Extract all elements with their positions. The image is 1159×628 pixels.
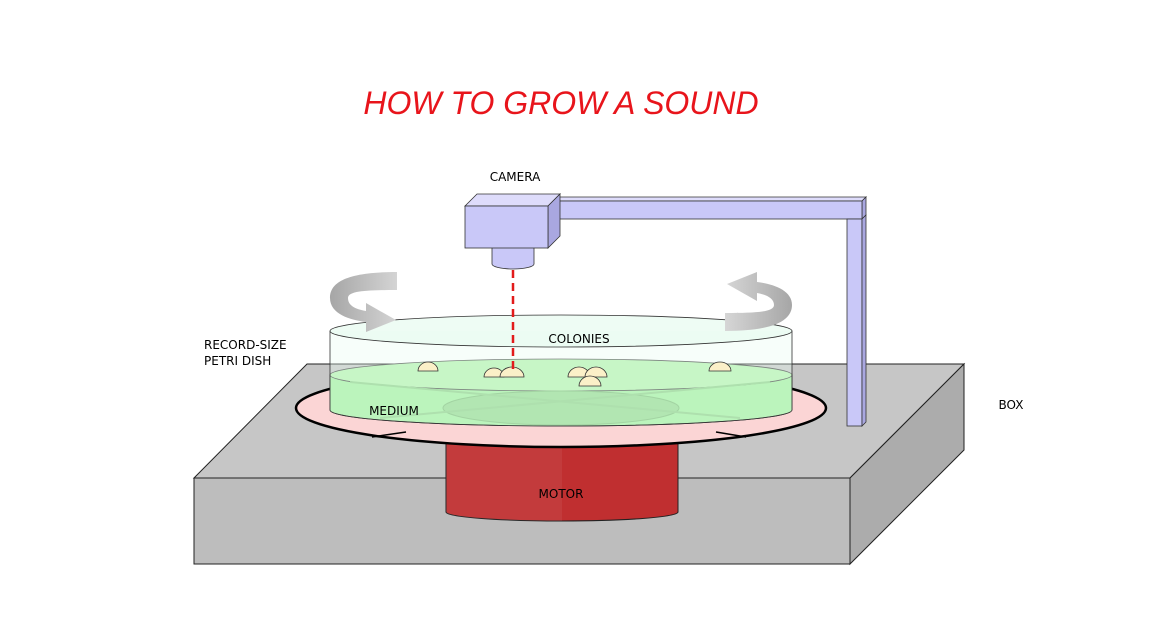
platter-shadow-line-1 bbox=[349, 381, 741, 419]
motor-label: MOTOR bbox=[539, 487, 584, 501]
colony bbox=[578, 375, 602, 387]
camera-top bbox=[464, 193, 561, 207]
platter-edge-left bbox=[371, 431, 407, 438]
rotation-arrow-right bbox=[725, 272, 792, 331]
diagram-title: HOW TO GROW A SOUND bbox=[363, 85, 758, 121]
colony bbox=[708, 361, 732, 372]
platter-shadow-line-2 bbox=[379, 381, 771, 419]
platter-edge-right bbox=[715, 431, 747, 438]
motor-shadow bbox=[442, 390, 680, 426]
camera-lens bbox=[491, 245, 535, 270]
dish-lid bbox=[329, 314, 793, 348]
motor bbox=[445, 436, 679, 522]
colonies-label: COLONIES bbox=[548, 332, 609, 346]
arm-horizontal bbox=[548, 200, 863, 220]
camera-arm bbox=[548, 196, 867, 427]
rotation-arrow-icon bbox=[330, 272, 397, 332]
arm-top bbox=[548, 196, 867, 202]
motor-body bbox=[445, 436, 679, 522]
camera bbox=[464, 193, 561, 270]
arm-vertical bbox=[846, 218, 863, 427]
petri-dish-label-line1: RECORD-SIZE bbox=[204, 338, 287, 352]
arm-vertical-side bbox=[861, 214, 867, 427]
colony bbox=[417, 361, 439, 372]
rotation-arrow-left bbox=[330, 272, 397, 332]
medium-label: MEDIUM bbox=[369, 404, 419, 418]
petri-dish bbox=[329, 314, 793, 427]
rotation-arrow-icon bbox=[725, 272, 792, 331]
box-label: BOX bbox=[999, 398, 1024, 412]
colony bbox=[584, 366, 608, 378]
petri-dish-label-line2: PETRI DISH bbox=[204, 354, 271, 368]
motor-highlight bbox=[446, 437, 562, 521]
camera-body bbox=[464, 205, 549, 249]
camera-label: CAMERA bbox=[490, 170, 541, 184]
box-side bbox=[849, 362, 965, 566]
dish-wall bbox=[329, 331, 793, 427]
